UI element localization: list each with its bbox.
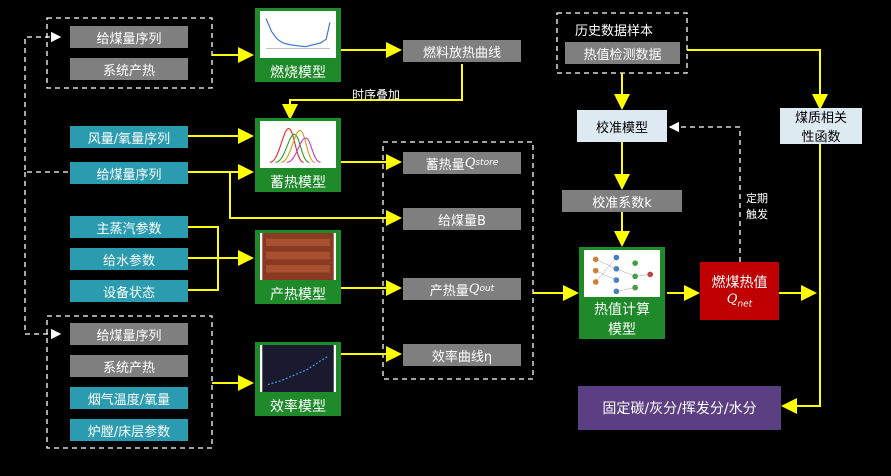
calc-model-label-1: 热值计算 [594, 302, 650, 318]
efficiency-model-label: 效率模型 [270, 399, 326, 415]
heat-storage-model: 蓄热模型 [255, 118, 341, 192]
heat-production-model: 产热模型 [255, 230, 341, 304]
efficiency-model: 效率模型 [255, 342, 341, 416]
coal-b-output: 给煤量B [403, 208, 521, 230]
top-group-frame [46, 17, 213, 89]
output-group-frame [382, 141, 534, 380]
correlation-label-1: 煤质相关 [794, 111, 847, 126]
coal-calorific-value: 燃煤热值 Qnet [700, 262, 779, 320]
storage-output-label: 蓄热量 [425, 157, 465, 173]
calorific-test-data: 热值检测数据 [565, 42, 680, 64]
storage-output-sub: store [475, 158, 499, 168]
efficiency-thumbnail [260, 345, 336, 392]
coal-heat-label: 燃煤热值 [711, 275, 768, 292]
curves-thumbnail [260, 121, 336, 168]
bottom-coal-feed-input: 给煤量序列 [70, 323, 188, 345]
calorific-calc-model: 热值计算 模型 [579, 247, 665, 339]
furnace-params-input: 炉膛/床层参数 [70, 419, 188, 441]
calibration-model: 校准模型 [577, 110, 667, 142]
combustion-model-label: 燃烧模型 [270, 65, 326, 81]
main-steam-input: 主蒸汽参数 [70, 216, 188, 238]
bottom-system-heat-input: 系统产热 [70, 355, 188, 377]
history-samples-title: 历史数据样本 [575, 24, 654, 39]
efficiency-curve-output: 效率曲线η [403, 344, 521, 366]
coal-heat-sub: net [737, 299, 753, 310]
calibration-coefficient: 校准系数k [562, 190, 682, 212]
bottom-group-frame [46, 315, 213, 449]
top-system-heat-input: 系统产热 [70, 58, 188, 80]
neural-net-thumbnail [584, 250, 660, 297]
air-oxygen-input: 风量/氧量序列 [70, 126, 188, 148]
production-output-label: 产热量 [429, 283, 469, 299]
equipment-status-input: 设备状态 [70, 280, 188, 302]
quality-correlation-function: 煤质相关 性函数 [780, 108, 862, 145]
scatter-thumbnail [260, 11, 336, 58]
heat-production-model-label: 产热模型 [270, 287, 326, 303]
periodic-trigger-label-2: 触发 [746, 208, 768, 221]
heat-storage-model-label: 蓄热模型 [270, 175, 326, 191]
fuel-heat-curve: 燃料放热曲线 [403, 40, 521, 62]
correlation-label-2: 性函数 [801, 130, 841, 145]
coal-components-output: 固定碳/灰分/挥发分/水分 [578, 386, 781, 430]
combustion-model: 燃烧模型 [255, 8, 341, 82]
mid-coal-feed-input: 给煤量序列 [70, 162, 188, 184]
flue-gas-input: 烟气温度/氧量 [70, 387, 188, 409]
time-overlay-label: 时序叠加 [352, 88, 401, 102]
periodic-trigger-label-1: 定期 [746, 192, 768, 205]
production-output-sub: out [479, 284, 495, 294]
feedwater-input: 给水参数 [70, 248, 188, 270]
boiler-thumbnail [260, 233, 336, 280]
top-coal-feed-input: 给煤量序列 [70, 26, 188, 48]
calc-model-label-2: 模型 [608, 322, 636, 338]
